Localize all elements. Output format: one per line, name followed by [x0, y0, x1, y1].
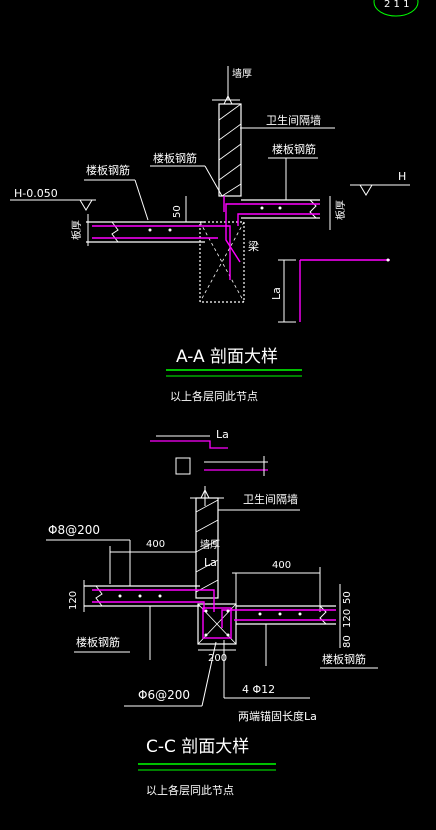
aa-rebar-lines	[92, 196, 390, 322]
aa-partition-wall-label: 卫生间隔墙	[266, 113, 321, 127]
aa-slab-rebar-left-label: 楼板钢筋	[86, 163, 130, 177]
drawing-index-label: 2 1 1	[384, 0, 409, 10]
aa-beam	[199, 221, 245, 303]
cc-detail-la: La	[216, 428, 229, 441]
cc-rebar-spacing-bottom: Φ6@200	[138, 688, 190, 702]
cc-dim-400-right: 400	[272, 560, 291, 571]
section-cc-detail: La 墙厚 La 卫生间隔墙 Φ8@200 400	[46, 428, 378, 797]
drawing-index-tag: 2 1 1	[373, 0, 419, 17]
cc-dim-120-left: 120	[68, 591, 79, 610]
aa-beam-label: 梁	[248, 239, 259, 253]
cc-dim-80: 80	[342, 635, 353, 648]
cc-subtitle: 以上各层同此节点	[146, 783, 234, 797]
cc-slab-rebar-right-label: 楼板钢筋	[322, 652, 366, 666]
cc-dim-50-right: 50	[342, 591, 353, 604]
cc-rebar-lines	[92, 589, 336, 639]
cc-dim-200: 200	[208, 653, 227, 664]
cc-slab-rebar-left-label: 楼板钢筋	[76, 635, 120, 649]
aa-slab-thickness-left: 板厚	[70, 220, 83, 240]
cc-partition-wall-label: 卫生间隔墙	[243, 492, 298, 506]
cc-dim-400-left: 400	[146, 539, 165, 550]
aa-slab-thickness-right: 板厚	[334, 200, 347, 220]
cc-title: C-C 剖面大样	[146, 737, 249, 757]
aa-level-right-label: H	[398, 170, 406, 183]
cc-wall-thickness-label: 墙厚	[200, 538, 220, 551]
aa-title: A-A 剖面大样	[176, 347, 278, 367]
cc-rebar-dots	[118, 594, 302, 637]
cc-anchor-la-label: La	[204, 556, 217, 569]
cc-anchor-note: 两端锚固长度La	[238, 709, 317, 723]
aa-subtitle: 以上各层同此节点	[170, 389, 258, 403]
aa-dim-50: 50	[172, 205, 183, 218]
aa-la-label: La	[270, 287, 283, 300]
aa-rebar-dots	[148, 206, 282, 232]
aa-level-left-label: H-0.050	[14, 187, 58, 200]
aa-slab-rebar-right-label: 楼板钢筋	[272, 142, 316, 156]
cc-rebar-spacing-top: Φ8@200	[48, 523, 100, 537]
cc-main-bars: 4 Φ12	[242, 683, 275, 696]
cc-dim-120-right: 120	[342, 609, 353, 628]
aa-slab-rebar-mid-label: 楼板钢筋	[153, 151, 197, 165]
aa-partition-wall	[218, 103, 242, 197]
section-aa-detail: 墙厚 卫生间隔墙 楼板钢筋 楼板钢筋 楼板钢筋 H-0.050 H	[10, 66, 410, 403]
cc-hook-details: La	[150, 428, 268, 476]
aa-wall-thickness-label: 墙厚	[232, 67, 252, 80]
